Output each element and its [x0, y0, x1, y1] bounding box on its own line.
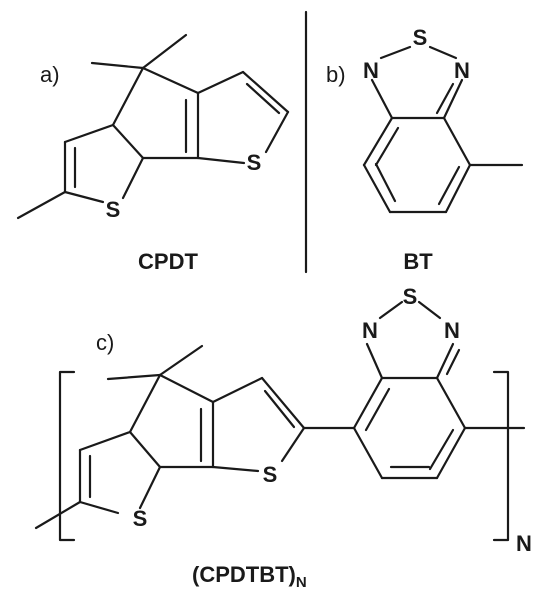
polymer-sulfur-atom-right: S [263, 462, 278, 487]
polymer-benzene-bond [435, 376, 467, 430]
bt-benzene-double-bond [437, 165, 461, 206]
bt-thiadiazole-bond [442, 78, 464, 120]
cpdt-thiophene-bond [196, 70, 245, 95]
polymer-benzene-bond [352, 426, 384, 480]
cpdt-ring-bond [111, 123, 145, 160]
cpdt-thiophene-bond [121, 156, 145, 200]
repeat-index-label: N [516, 531, 532, 556]
panel-label-c: c) [96, 330, 114, 355]
bt-thiadiazole-bond [428, 45, 458, 60]
panel-label-a: a) [40, 62, 60, 87]
bt-thiadiazole-bond [370, 78, 394, 120]
polymer-name: (CPDTBT)N [192, 562, 307, 591]
cpdt-sulfur-atom-right: S [247, 150, 262, 175]
cpdt-thiophene-bond [264, 110, 290, 154]
cpdt-ring-bond [141, 66, 200, 95]
polymer-thiadiazole-bond [417, 300, 442, 320]
cpdt-ring-bond [111, 66, 145, 127]
polymer-ring-bond [128, 373, 162, 434]
bt-benzene-bond [442, 116, 472, 167]
bt-nitrogen-atom-left: N [363, 58, 379, 83]
polymer-benzene-bond [435, 426, 467, 480]
bt-benzene-double-bond [374, 162, 397, 203]
cpdt-methyl-bond-top [141, 33, 188, 70]
polymer-name-main: (CPDTBT) [192, 562, 296, 587]
polymer-thiadiazole-double-bond [445, 348, 461, 376]
polymer-structure: S S S N N [34, 284, 526, 542]
polymer-benzene-bond [352, 376, 384, 430]
polymer-bracket-left [58, 370, 76, 542]
polymer-nitrogen-atom-right: N [444, 318, 460, 343]
bt-thiadiazole-double-bond [435, 82, 455, 115]
cpdt-thiophene-double-bond [245, 82, 281, 115]
polymer-thiophene-bond [280, 426, 306, 463]
polymer-thiophene-bond [78, 430, 132, 452]
cpdt-thiophene-bond [241, 70, 290, 114]
polymer-ring-bond [128, 430, 162, 469]
polymer-thiadiazole-bond [378, 300, 404, 320]
polymer-thiadiazole-bond [435, 342, 455, 380]
cpdt-name: CPDT [138, 249, 198, 274]
bt-thiadiazole-bond [379, 45, 412, 60]
polymer-sulfur-atom-top: S [403, 284, 418, 309]
polymer-thiophene-bond [138, 465, 162, 510]
polymer-thiophene-bond [78, 500, 120, 515]
polymer-thiophene-double-bond [263, 389, 296, 429]
polymer-methyl-bond-left [106, 373, 162, 381]
bt-nitrogen-atom-right: N [454, 58, 470, 83]
polymer-thiophene-bond [211, 465, 260, 473]
panel-label-b: b) [326, 62, 346, 87]
bt-benzene-bond [444, 163, 472, 214]
polymer-thiophene-bond [260, 376, 306, 430]
polymer-methyl-bond-top [158, 344, 204, 377]
polymer-chain-bond-left [34, 500, 82, 530]
polymer-benzene-double-bond [364, 387, 391, 432]
polymer-sulfur-atom-left: S [133, 506, 148, 531]
cpdt-methyl-bond-left [90, 61, 145, 70]
cpdt-structure: S S [16, 33, 290, 222]
bt-benzene-double-bond [374, 126, 400, 167]
cpdt-thiophene-bond [63, 190, 105, 204]
polymer-ring-bond [158, 373, 215, 404]
polymer-thiadiazole-bond [365, 342, 384, 380]
cpdt-sulfur-atom-left: S [106, 197, 121, 222]
polymer-nitrogen-atom-left: N [362, 318, 378, 343]
polymer-benzene-double-bond [428, 428, 455, 471]
polymer-bracket-right [492, 370, 510, 542]
bt-structure: S N N [362, 25, 524, 214]
polymer-name-subscript: N [296, 574, 307, 591]
cpdt-methyl-bond-bottom [16, 190, 67, 220]
bt-benzene-bond [362, 163, 392, 214]
bt-benzene-bond [362, 116, 394, 167]
cpdt-thiophene-bond [196, 156, 246, 165]
bt-name: BT [403, 249, 433, 274]
cpdt-thiophene-bond [63, 123, 115, 144]
polymer-thiophene-bond [211, 376, 264, 404]
bt-sulfur-atom: S [413, 25, 428, 50]
